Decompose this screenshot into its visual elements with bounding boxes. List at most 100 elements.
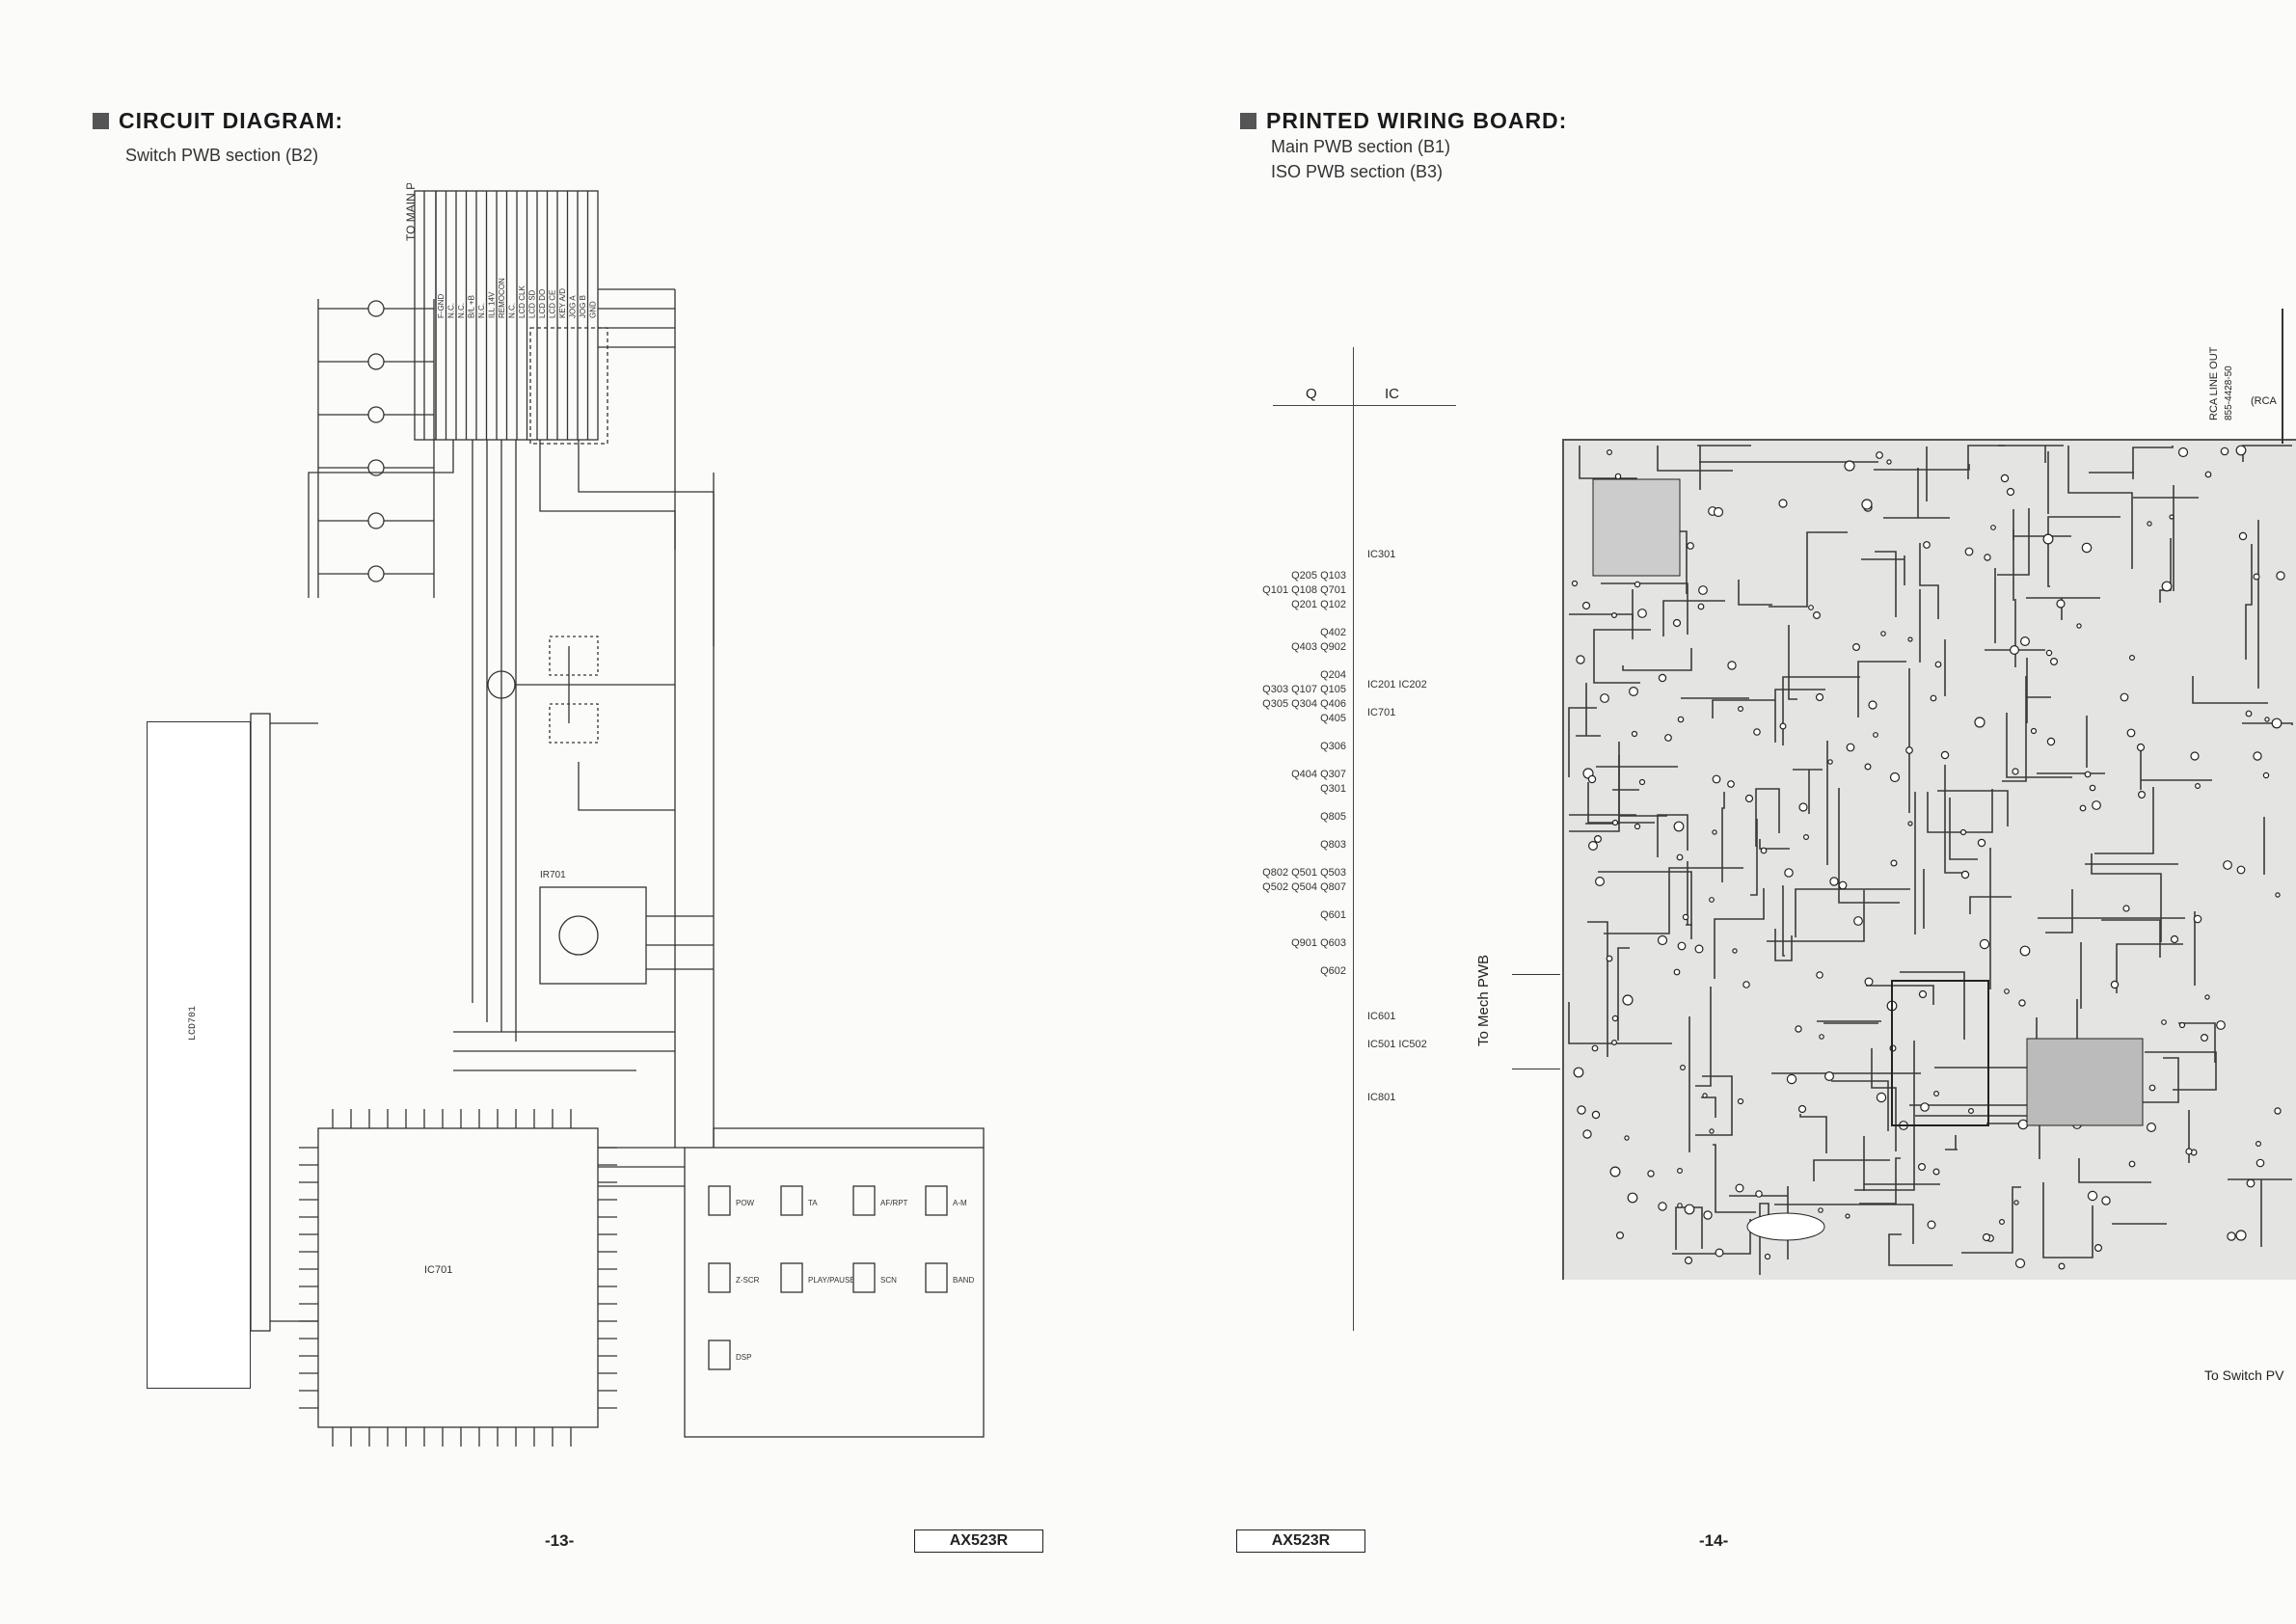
key-label: AF/RPT [880,1199,908,1207]
pcb-pad [2255,1140,2261,1147]
pcb-pad [1697,603,1705,610]
pcb-pad [1679,1064,1686,1070]
pcb-pad [1940,750,1950,760]
pcb-trace [2242,722,2293,725]
pcb-pad [1880,631,1886,636]
rca-paren: (RCA [2251,395,2277,407]
pcb-pad [2193,914,2202,924]
connector-pin-label: N.C. [457,303,466,318]
pcb-pad [1982,1232,1991,1242]
pcb-pad [1588,841,1599,852]
pcb-pad [1813,611,1822,620]
key-switch [852,1262,876,1293]
pcb-trace [2067,446,2133,569]
rca-line [2282,309,2283,444]
pcb-pad [1784,868,1794,878]
pcb-pad [1818,1207,1823,1213]
pcb-pad [2058,1262,2066,1270]
pcb-trace [1750,819,1758,896]
pcb-pad [2190,751,2200,761]
pcb-pad [2056,599,2066,609]
q-row: Q205 Q103 [1291,570,1346,582]
pcb-trace [1888,1233,1953,1266]
connector-pin-label: KEY A/D [558,288,567,318]
pcb-trace [1927,789,1993,833]
pcb-pad [1846,743,1855,752]
pcb-trace [1949,798,1978,860]
page-number-left: -13- [545,1531,575,1550]
pcb-pad [1753,728,1761,736]
pcb-trace [2242,445,2292,462]
pcb-pad [2169,514,2174,520]
pcb-pad [1918,989,1928,999]
pcb-trace [1861,555,1905,585]
q-row: Q201 Q102 [1291,599,1346,610]
pcb-pad [2018,999,2026,1007]
connector-pin-label: LCD SD [528,289,537,318]
pcb-pad [1647,1170,1655,1177]
pcb-pad [2275,892,2281,898]
pcb-pad [1864,763,1872,771]
lcd-label: LCD701 [188,1005,199,1041]
pcb-trace [2132,446,2174,479]
connector-pin-label: LCD CE [549,290,557,318]
pcb-pad [2137,791,2146,799]
pcb-pad [1819,1034,1824,1040]
pcb-pad [2087,1190,2098,1202]
pcb-pad [1760,847,1768,854]
lcd-module: LCD701 [147,721,251,1389]
pcb-pad [2177,447,2189,458]
pcb-trace [1969,896,2012,914]
page-number-right: -14- [1699,1531,1729,1550]
pcb-pad [2178,1021,2186,1029]
pcb-pad [1631,730,1638,738]
col-q-header: Q [1306,386,1317,402]
pcb-pad [2010,645,2020,656]
pcb-trace [1998,445,2064,463]
pcb-pad [1755,1190,1763,1198]
pcb-pad [2161,1019,2167,1025]
pcb-pad [2050,658,2059,666]
pcb-pad [2194,783,2201,790]
ic-row: IC701 [1367,707,1396,718]
pcb-trace [1604,867,1743,934]
pcb-trace [1859,1157,1901,1204]
pcb-pad [2006,487,2015,497]
pcb-pad [1844,460,1855,472]
pcb-pad [1890,859,1898,867]
lamp-icon [367,565,385,582]
connector-pin-label: JOG A [569,295,578,318]
pcb-pad [1591,1110,1601,1120]
mech-arrow-line-1 [1512,974,1560,976]
pcb-pad [2079,804,2087,812]
pcb-trace [1774,689,1825,743]
pcb-pad [1628,687,1638,697]
pcb-pad [2020,636,2031,647]
key-switch [780,1262,803,1293]
q-row: Q403 Q902 [1291,641,1346,653]
pcb-trace [1874,464,1970,471]
to-mech-label: To Mech PWB [1475,954,1492,1046]
pcb-pad [2012,768,2019,775]
pcb-pad [1852,643,1861,652]
pcb-pad [2092,800,2101,810]
pcb-pad [1709,897,1715,903]
pcb-trace [1657,446,1733,472]
pcb-pad [1606,955,1613,962]
pcb-pad [2042,533,2054,545]
pcb-pad [2081,542,2093,554]
connector-pin-label: LCD DO [538,289,547,318]
pcb-pad [1868,700,1877,710]
pcb-trace [1813,1159,1890,1181]
pcb-pad [2013,1200,2019,1205]
pcb-trace [2140,745,2212,790]
pcb-pad [1979,938,1990,950]
pcb-pad [1964,547,1974,556]
ic-row: IC601 [1367,1011,1396,1022]
lamp-icon [367,406,385,423]
pcb-pad [2128,655,2135,662]
pwb-subtitle-iso: ISO PWB section (B3) [1271,162,1444,181]
pcb-trace [1774,1204,1914,1244]
pcb-trace [1617,947,1630,1041]
